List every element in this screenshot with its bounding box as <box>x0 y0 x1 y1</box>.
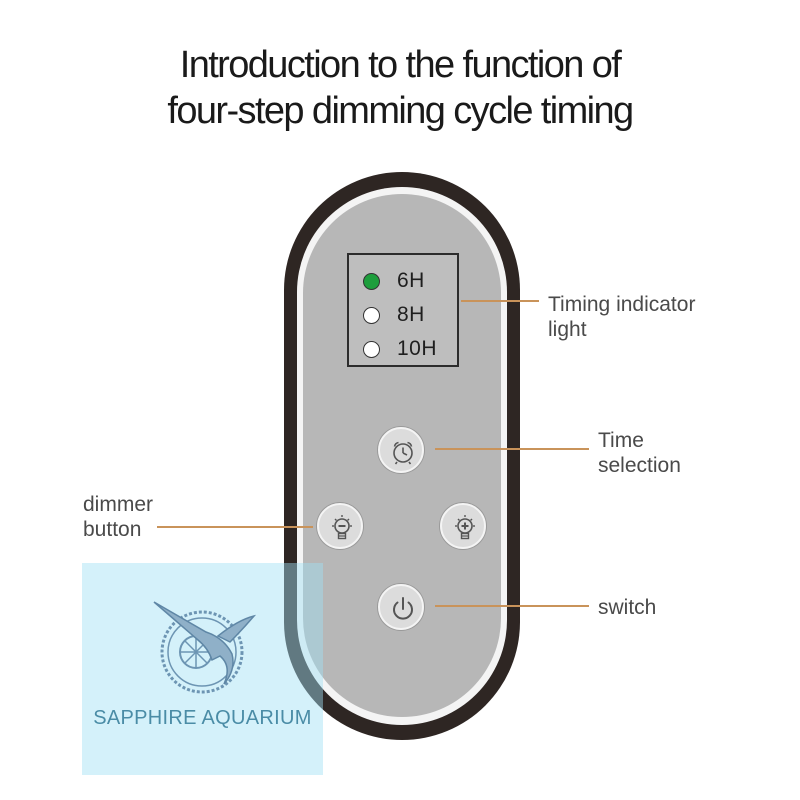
alarm-clock-icon <box>393 441 413 465</box>
indicator-light-off <box>363 307 380 324</box>
title-line-1: Introduction to the function of <box>179 44 622 86</box>
bulb-minus-icon <box>332 515 352 540</box>
marlin-logo-icon <box>153 601 257 694</box>
time-selection-button[interactable] <box>378 427 424 473</box>
diagram-title: Introduction to the function of four-ste… <box>0 42 800 134</box>
dimmer-up-button[interactable] <box>440 503 486 549</box>
watermark-text: SAPPHIRE AQUARIUM <box>93 707 312 729</box>
dimmer-down-button[interactable] <box>317 503 363 549</box>
title-line-2: four-step dimming cycle timing <box>167 90 634 132</box>
indicator-label: 6H <box>397 269 425 292</box>
indicator-label: 10H <box>397 337 438 360</box>
indicator-row-10h: 10H <box>349 336 461 366</box>
indicator-row-8h: 8H <box>349 302 461 332</box>
indicator-row-6h: 6H <box>349 268 461 298</box>
power-switch-button[interactable] <box>378 584 424 630</box>
indicator-light-on <box>363 273 380 290</box>
callout-text-line: Timing indicator <box>548 293 696 316</box>
time-selection-callout-line <box>435 448 589 450</box>
dimmer-button-callout-line <box>157 526 313 528</box>
indicator-light-off <box>363 341 380 358</box>
power-icon <box>393 597 413 620</box>
callout-text-line: selection <box>598 454 681 477</box>
switch-callout: switch <box>598 595 656 620</box>
timing-indicator-panel: 6H 8H 10H <box>347 253 459 367</box>
callout-text-line: light <box>548 318 587 341</box>
time-selection-callout: Time selection <box>598 428 681 478</box>
watermark-overlay <box>82 563 323 775</box>
timing-indicator-callout: Timing indicator light <box>548 292 695 342</box>
callout-text-line: dimmer <box>83 493 154 516</box>
dimmer-button-callout: dimmer button <box>83 492 153 542</box>
switch-callout-line <box>435 605 589 607</box>
indicator-label: 8H <box>397 303 425 326</box>
bulb-plus-icon <box>455 515 475 540</box>
callout-text-line: switch <box>598 596 657 619</box>
callout-text-line: button <box>83 518 142 541</box>
callout-text-line: Time <box>598 429 644 452</box>
timing-indicator-callout-line <box>461 300 539 302</box>
